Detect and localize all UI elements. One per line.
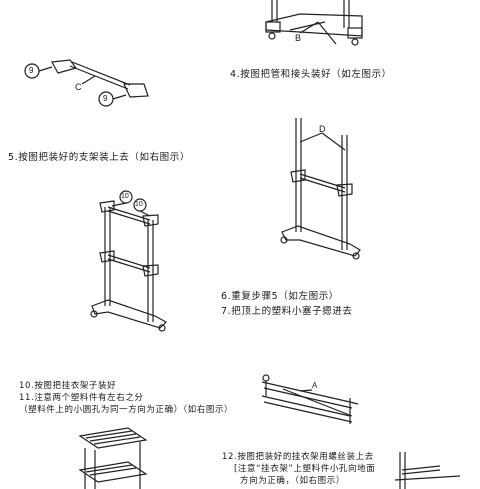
step-6-text: 6.重复步骤5（如左图示） bbox=[221, 291, 339, 302]
label-nine-b: 9 bbox=[103, 94, 108, 103]
step-7-text: 7.把顶上的塑料小塞子摁进去 bbox=[221, 306, 353, 317]
label-a: A bbox=[312, 381, 318, 390]
label-ten-a: 10 bbox=[121, 193, 129, 200]
label-b: B bbox=[295, 33, 302, 43]
step-5-text: 5.按图把装好的支架装上去（如右图示） bbox=[8, 152, 190, 163]
step-11-line1: 11.注意两个塑料件有左右之分 bbox=[19, 393, 144, 403]
label-ten-b: 10 bbox=[135, 201, 143, 208]
step-12-line3: 方向为正确，（如右图示） bbox=[240, 476, 345, 486]
step-10-text: 10.按图把挂衣架子装好 bbox=[19, 381, 117, 391]
step-12-line1: 12.按图把装好的挂衣架用螺丝装上去 bbox=[222, 452, 374, 462]
label-c: C bbox=[75, 82, 82, 92]
label-nine-a: 9 bbox=[29, 66, 34, 75]
step-4-text: 4.按图把管和接头装好（如左图示） bbox=[230, 69, 392, 80]
step-12-line2: [注意“挂衣架”上塑料件小孔向地面 bbox=[234, 464, 376, 474]
step-11-line2: （塑料件上的小圆孔为同一方向为正确）（如右图示） bbox=[19, 405, 234, 415]
label-d: D bbox=[319, 124, 326, 134]
